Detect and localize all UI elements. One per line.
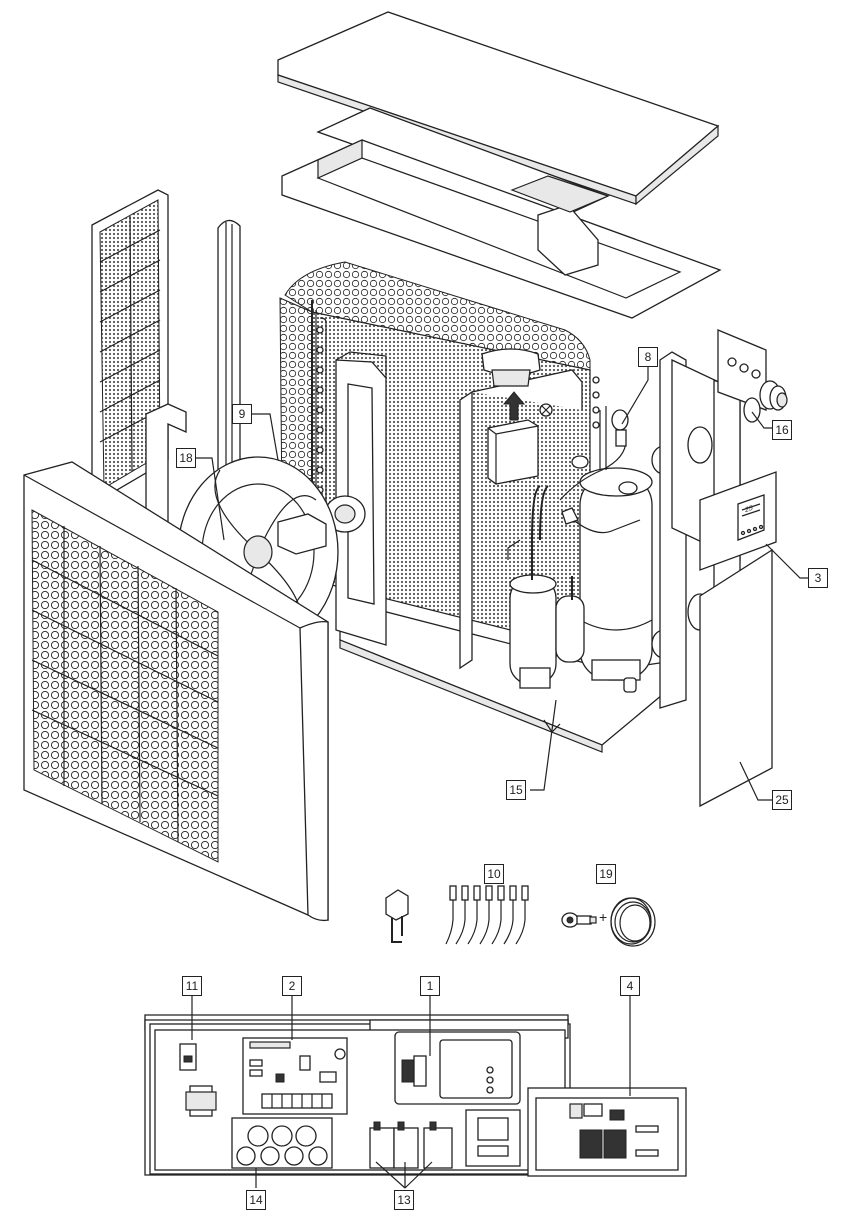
callout-18: 18 <box>176 448 196 468</box>
accessory-plus-sign: + <box>599 909 608 925</box>
front-grille-panel <box>23 461 329 922</box>
partition-panel <box>459 369 583 670</box>
callout-15: 15 <box>506 780 526 800</box>
filter-drier <box>555 595 585 663</box>
top-tray <box>281 139 722 319</box>
callout-9: 9 <box>232 404 252 424</box>
expansion-valve <box>385 889 409 943</box>
rear-grill-panel <box>91 189 169 501</box>
callout-4: 4 <box>620 976 640 996</box>
callout-1: 1 <box>420 976 440 996</box>
reactor-box <box>487 419 539 485</box>
pressure-switch <box>623 677 637 693</box>
reactor-plate <box>394 1031 521 1105</box>
exploded-part-top <box>481 348 541 421</box>
drain-hose-coil <box>610 897 656 947</box>
terminal-block <box>465 1109 521 1167</box>
refrigerant-pipes <box>507 406 641 600</box>
drain-fitting <box>561 912 597 928</box>
fan-motor <box>316 495 366 533</box>
coil-header-pipes <box>315 310 600 520</box>
side-panel <box>699 548 773 808</box>
callout-14: 14 <box>246 1190 266 1210</box>
callout-11: 11 <box>182 976 202 996</box>
callout-3: 3 <box>808 568 828 588</box>
callout-8: 8 <box>638 347 658 367</box>
capacitor-plate <box>231 1117 333 1169</box>
water-unions <box>743 380 788 423</box>
callout-19: 19 <box>596 864 616 884</box>
callout-13: 13 <box>394 1190 414 1210</box>
transformer <box>185 1085 217 1117</box>
callout-10: 10 <box>484 864 504 884</box>
inverter-board <box>527 1087 687 1177</box>
callout-25: 25 <box>772 790 792 810</box>
compressor <box>579 467 653 681</box>
accumulator <box>509 574 557 689</box>
relay <box>179 1043 197 1071</box>
callout-16: 16 <box>772 420 792 440</box>
temperature-sensors <box>445 885 529 945</box>
callout-2: 2 <box>282 976 302 996</box>
connector-bracket <box>717 329 767 411</box>
control-panel <box>699 471 777 571</box>
main-control-board <box>242 1037 348 1115</box>
contactors <box>369 1121 453 1169</box>
